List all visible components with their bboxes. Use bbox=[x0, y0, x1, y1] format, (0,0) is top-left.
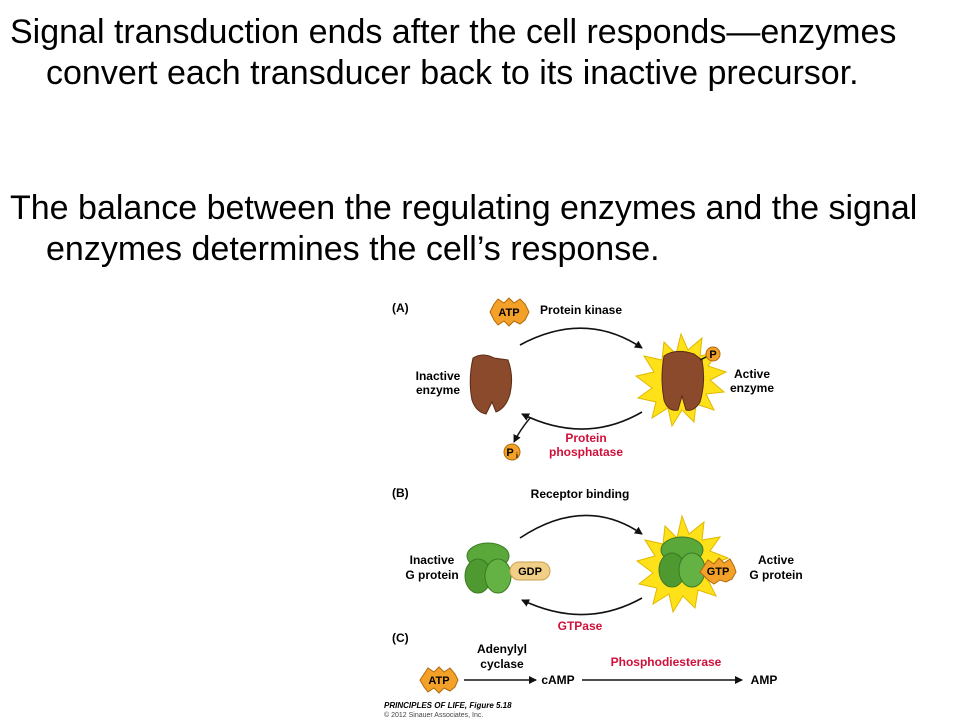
inactive-enzyme-label-1: Inactive bbox=[416, 369, 461, 383]
inactive-enzyme-shape bbox=[469, 354, 513, 415]
svg-text:GDP: GDP bbox=[518, 566, 542, 578]
gtpase-label: GTPase bbox=[558, 619, 603, 633]
svg-text:i: i bbox=[516, 453, 518, 460]
bullet-2: The balance between the regulating enzym… bbox=[10, 189, 918, 268]
svg-text:ATP: ATP bbox=[498, 307, 519, 319]
gdp-badge: GDP bbox=[509, 561, 551, 581]
adenylyl-cyclase-label-1: Adenylyl bbox=[477, 642, 527, 656]
phosphatase-arrow bbox=[521, 411, 643, 430]
panel-b-label: (B) bbox=[392, 486, 409, 500]
camp-label: cAMP bbox=[541, 673, 574, 687]
active-enzyme-label-2: enzyme bbox=[730, 381, 774, 395]
phosphate-pi-badge: P i bbox=[503, 443, 521, 461]
inactive-gprotein-shape bbox=[464, 542, 512, 594]
inactive-gprotein-label-1: Inactive bbox=[410, 553, 455, 567]
inactive-gprotein-label-2: G protein bbox=[405, 568, 458, 582]
panel-a-label: (A) bbox=[392, 301, 409, 315]
phosphate-p-badge: P bbox=[705, 346, 721, 362]
protein-kinase-label: Protein kinase bbox=[540, 303, 622, 317]
protein-phosphatase-label-1: Protein bbox=[565, 431, 606, 445]
active-gprotein-label-2: G protein bbox=[749, 568, 802, 582]
active-gprotein-shape bbox=[658, 536, 706, 588]
receptor-binding-label: Receptor binding bbox=[531, 487, 630, 501]
atp-badge-c: ATP bbox=[419, 666, 459, 694]
atp-badge-a: ATP bbox=[489, 297, 530, 327]
phosphodiesterase-label: Phosphodiesterase bbox=[611, 655, 722, 669]
protein-phosphatase-label-2: phosphatase bbox=[549, 445, 623, 459]
panel-c-label: (C) bbox=[392, 631, 409, 645]
kinase-arrow bbox=[519, 327, 643, 349]
gtp-badge: GTP bbox=[699, 557, 737, 585]
active-enzyme-label-1: Active bbox=[734, 367, 770, 381]
figure-copyright: © 2012 Sinauer Associates, Inc. bbox=[384, 711, 483, 719]
svg-text:ATP: ATP bbox=[428, 675, 449, 687]
figure-enzyme-regulation: (A) ATP Protein kinase Inactive enzyme P… bbox=[380, 290, 820, 720]
receptor-binding-arrow bbox=[519, 514, 643, 539]
figure-credit: PRINCIPLES OF LIFE, Figure 5.18 bbox=[384, 701, 512, 710]
active-gprotein-label-1: Active bbox=[758, 553, 794, 567]
bullet-1: Signal transduction ends after the cell … bbox=[10, 13, 897, 92]
amp-label: AMP bbox=[751, 673, 778, 687]
active-enzyme-shape bbox=[661, 350, 705, 411]
svg-text:GTP: GTP bbox=[707, 566, 730, 578]
gtpase-arrow bbox=[521, 597, 643, 616]
inactive-enzyme-label-2: enzyme bbox=[416, 383, 460, 397]
svg-text:P: P bbox=[709, 349, 716, 361]
svg-text:P: P bbox=[506, 447, 513, 459]
figure-svg: (A) ATP Protein kinase Inactive enzyme P… bbox=[384, 297, 803, 719]
adenylyl-cyclase-label-2: cyclase bbox=[480, 657, 524, 671]
